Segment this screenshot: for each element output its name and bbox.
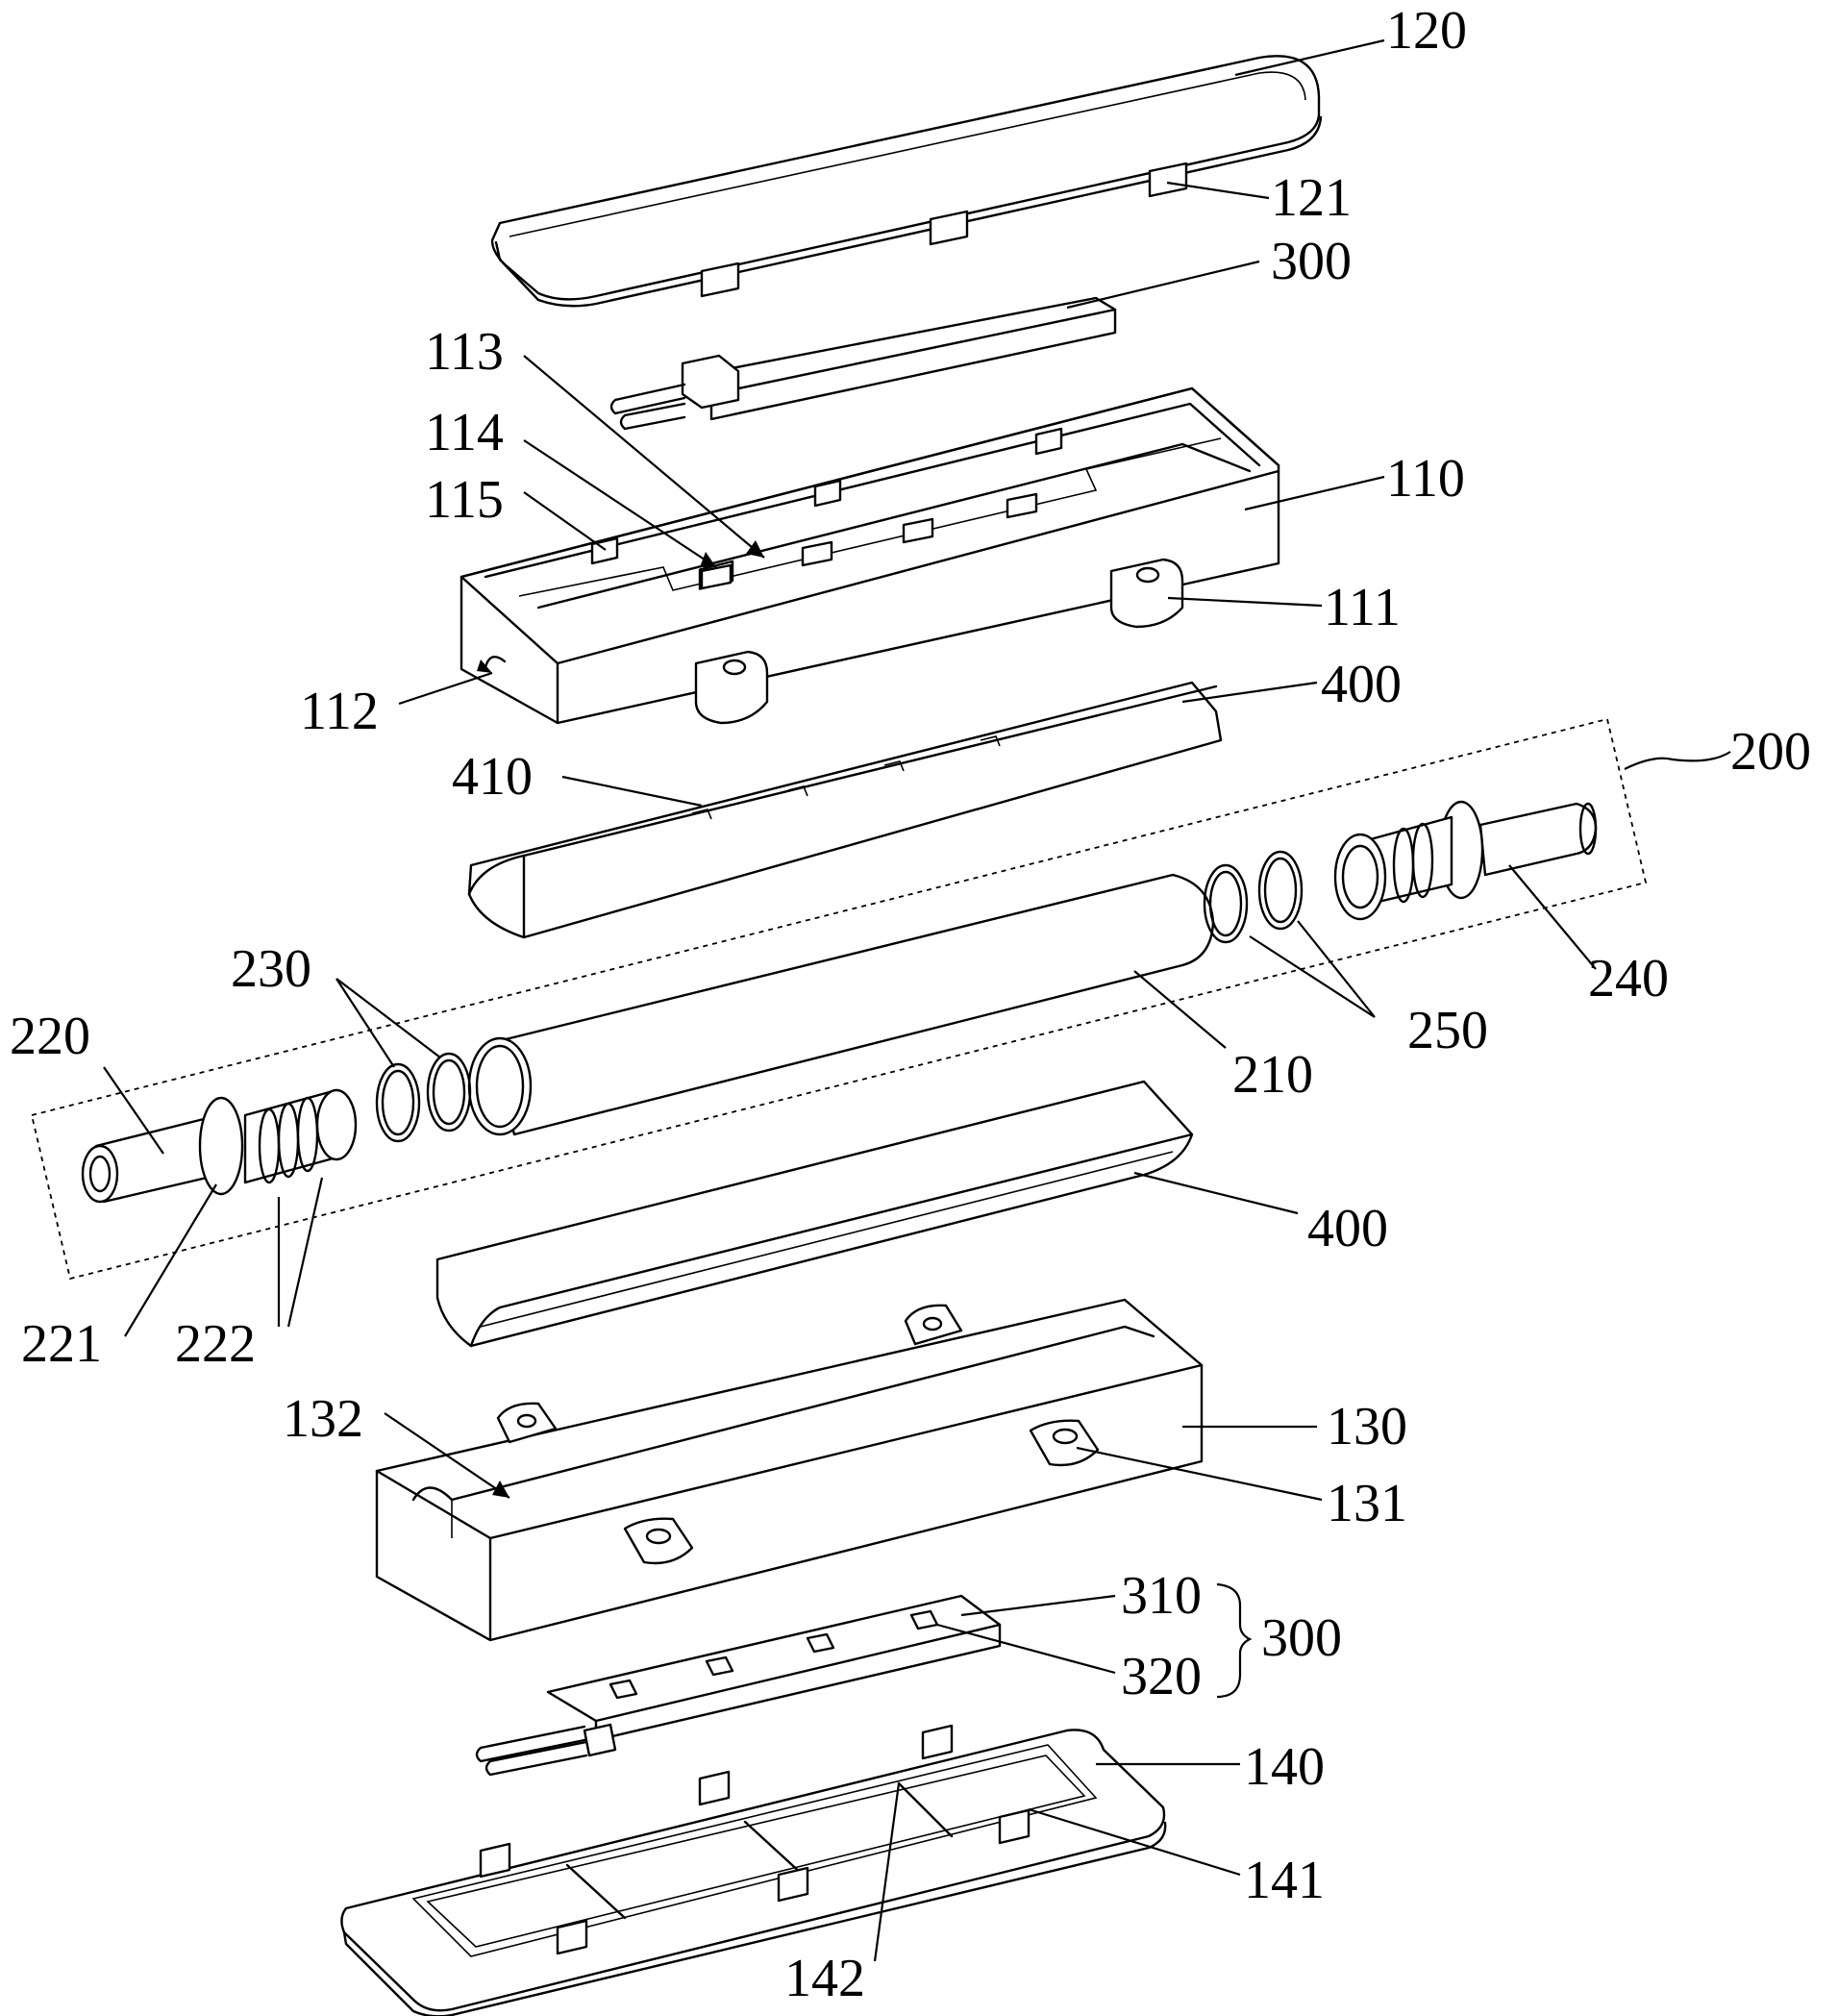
label-113: 113 [425,322,504,382]
label-140: 140 [1244,1737,1325,1797]
label-220: 220 [10,1007,90,1066]
tube-assembly-boundary-200 [30,717,1648,1281]
label-240: 240 [1588,949,1669,1008]
label-110: 110 [1386,449,1465,509]
label-141: 141 [1244,1851,1325,1910]
label-230: 230 [231,939,311,999]
seal-rings-250 [1203,850,1304,944]
label-222: 222 [175,1314,256,1374]
label-120: 120 [1386,1,1467,61]
label-320: 320 [1121,1647,1202,1706]
label-400-lower: 400 [1307,1199,1388,1258]
label-200: 200 [1730,722,1811,782]
connector-block [681,354,740,410]
clip-121-a [700,261,740,298]
seal-rings-230 [375,1052,472,1143]
label-250: 250 [1407,1001,1488,1060]
top-cover-120 [490,55,1323,308]
label-114: 114 [425,403,504,462]
half-shell-400-lower [435,1080,1194,1348]
lower-housing-130 [375,1298,1204,1642]
label-400-upper: 400 [1321,655,1402,714]
part-labels: 120 121 300 113 114 115 110 111 112 400 … [10,1,1811,2008]
clip-121-c [1148,162,1188,198]
clip-141-a [479,1842,511,1879]
connector-220 [81,1088,358,1204]
pcb-300-lower [475,1594,1002,1777]
label-111: 111 [1324,578,1401,637]
led-320-c [806,1632,835,1654]
label-142: 142 [784,1949,865,2008]
arrowheads [477,540,764,1498]
label-410: 410 [452,747,533,807]
half-shell-400-upper [467,681,1223,939]
rib-142 [565,1781,954,1920]
connector-240 [1333,800,1598,921]
label-300-upper: 300 [1271,232,1352,291]
boss-111-b [1109,558,1184,629]
side-hole-112 [484,656,507,669]
pcb-300-upper [609,296,1117,431]
led-320-a [609,1679,638,1700]
label-132: 132 [283,1389,363,1449]
label-300-lower: 300 [1261,1608,1342,1668]
label-130: 130 [1327,1397,1407,1456]
clip-121-b [929,210,969,246]
upper-housing-110 [460,386,1280,725]
label-112: 112 [300,682,379,741]
label-115: 115 [425,470,504,530]
label-210: 210 [1232,1045,1313,1105]
boss-111-a [694,650,769,725]
leader-lines [103,38,1731,1962]
label-131: 131 [1327,1474,1407,1533]
label-221: 221 [21,1314,102,1374]
led-320-b [705,1655,734,1677]
bottom-cover-140 [340,1724,1167,2016]
label-121: 121 [1271,168,1352,228]
label-310: 310 [1121,1566,1202,1626]
